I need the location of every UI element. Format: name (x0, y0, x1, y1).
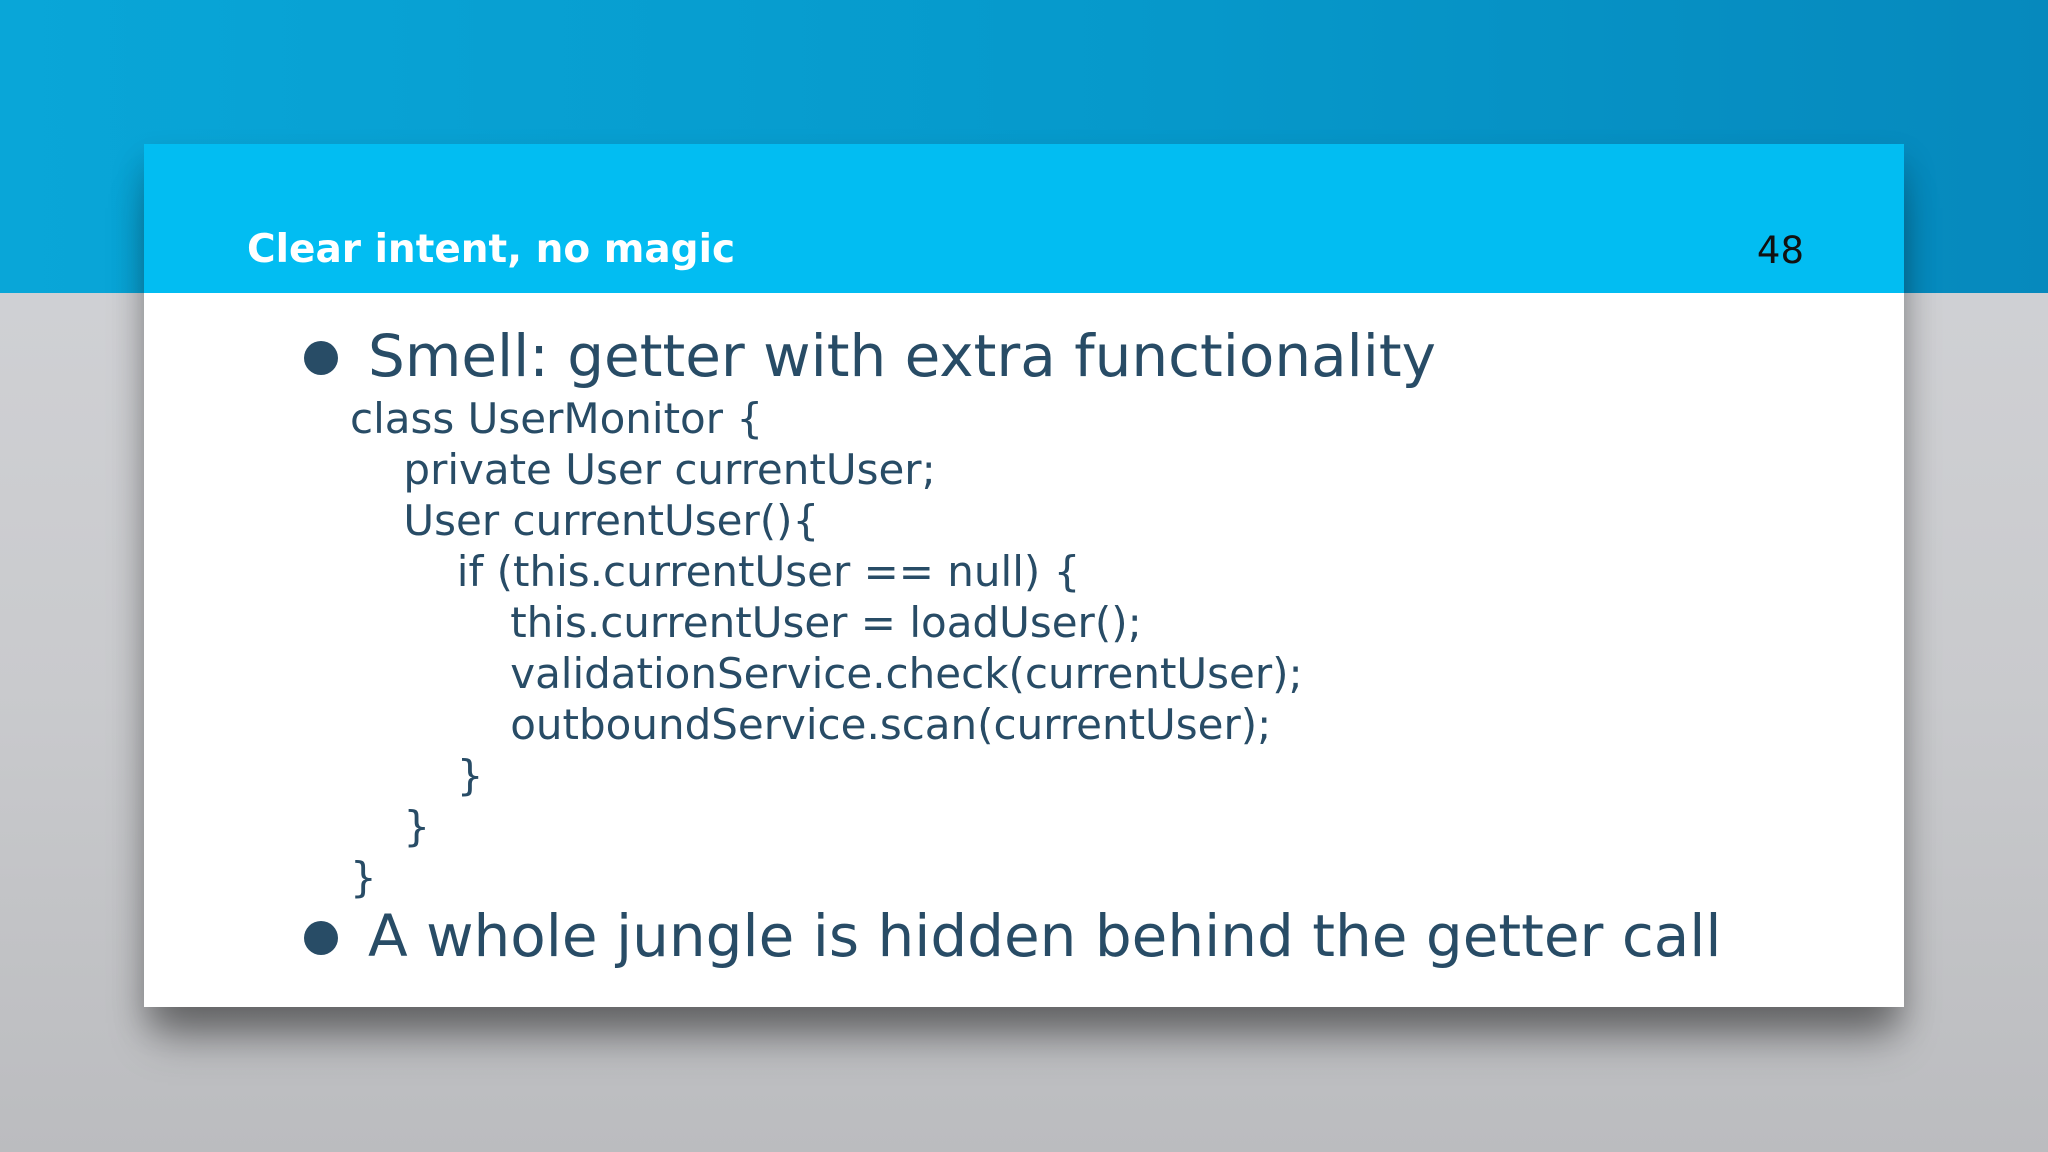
slide-title: Clear intent, no magic (247, 227, 736, 272)
bullet-text: A whole jungle is hidden behind the gett… (368, 902, 1722, 970)
code-line: validationService.check(currentUser); (350, 649, 1303, 698)
slide-header: Clear intent, no magic 48 (144, 144, 1904, 293)
code-line: private User currentUser; (350, 445, 936, 494)
bullet-dot-icon (304, 341, 338, 375)
bullet-text: Smell: getter with extra functionality (368, 322, 1436, 390)
code-line: if (this.currentUser == null) { (350, 547, 1081, 596)
code-block: class UserMonitor { private User current… (350, 393, 1303, 903)
code-line: outboundService.scan(currentUser); (350, 700, 1272, 749)
code-line: User currentUser(){ (350, 496, 820, 545)
code-line: } (350, 853, 377, 902)
code-line: this.currentUser = loadUser(); (350, 598, 1142, 647)
code-line: } (350, 802, 431, 851)
code-line: } (350, 751, 484, 800)
slide-number: 48 (1756, 229, 1804, 272)
slide-content: Smell: getter with extra functionality c… (144, 293, 1904, 1007)
slide: Clear intent, no magic 48 Smell: getter … (144, 144, 1904, 1007)
bullet-dot-icon (304, 921, 338, 955)
code-line: class UserMonitor { (350, 394, 764, 443)
